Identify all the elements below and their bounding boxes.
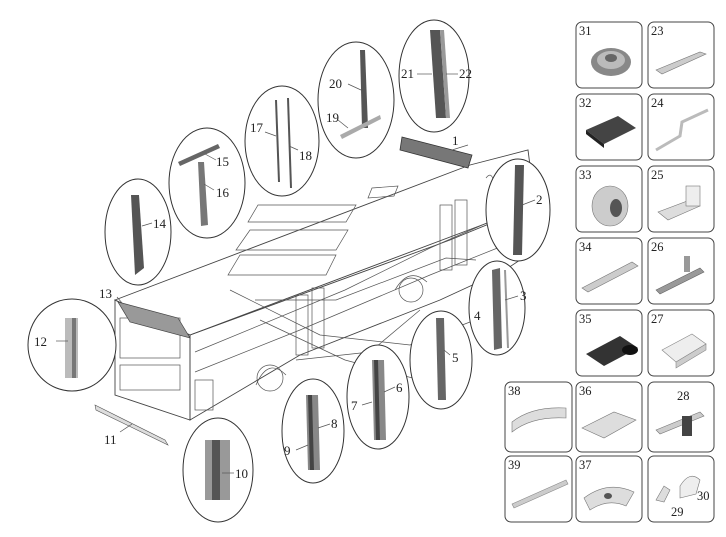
svg-text:36: 36 <box>579 384 592 398</box>
label-11: 11 <box>104 432 117 447</box>
tile-39: 39 <box>504 455 573 523</box>
callout-detail-5 <box>409 310 473 410</box>
callout-detail-14 <box>104 178 172 286</box>
callout-detail-6-7 <box>346 344 410 450</box>
label-6: 6 <box>396 380 403 395</box>
svg-text:30: 30 <box>697 489 710 503</box>
svg-text:38: 38 <box>508 384 521 398</box>
label-18: 18 <box>299 148 312 163</box>
label-5: 5 <box>452 350 459 365</box>
label-12: 12 <box>34 334 47 349</box>
svg-text:29: 29 <box>671 505 684 519</box>
tile-24: 24 <box>647 93 715 161</box>
label-10: 10 <box>235 466 248 481</box>
callout-labels: 1 2 3 4 5 6 7 8 9 10 11 12 13 14 15 16 1… <box>34 66 543 481</box>
tile-36: 36 <box>575 381 643 453</box>
label-1: 1 <box>452 133 459 148</box>
callout-detail-3 <box>468 260 526 356</box>
label-2: 2 <box>536 192 543 207</box>
callout-detail-21-22 <box>398 19 470 133</box>
svg-text:33: 33 <box>579 168 592 182</box>
label-17: 17 <box>250 120 264 135</box>
tile-33: 33 <box>575 165 643 233</box>
tile-38: 38 <box>504 381 573 453</box>
svg-text:23: 23 <box>651 24 664 38</box>
label-9: 9 <box>284 443 291 458</box>
callout-detail-19-20 <box>317 41 395 159</box>
label-16: 16 <box>216 185 230 200</box>
tile-31: 31 <box>575 21 643 89</box>
callout-detail-17-18 <box>244 85 320 197</box>
svg-text:24: 24 <box>651 96 664 110</box>
svg-text:31: 31 <box>579 24 592 38</box>
callout-detail-10 <box>182 417 254 523</box>
svg-text:32: 32 <box>579 96 592 110</box>
label-4: 4 <box>474 308 481 323</box>
label-15: 15 <box>216 154 229 169</box>
label-14: 14 <box>153 216 167 231</box>
svg-text:25: 25 <box>651 168 664 182</box>
svg-text:27: 27 <box>651 312 664 326</box>
tile-27: 27 <box>647 309 715 377</box>
callout-detail-2 <box>485 158 551 262</box>
tile-23: 23 <box>647 21 715 89</box>
callout-detail-15-16 <box>168 127 246 239</box>
label-3: 3 <box>520 288 527 303</box>
svg-text:26: 26 <box>651 240 664 254</box>
tile-29-30: 29 30 <box>647 455 715 523</box>
svg-text:28: 28 <box>677 389 690 403</box>
callout-detail-8-9 <box>281 378 345 484</box>
label-19: 19 <box>326 110 339 125</box>
tile-32: 32 <box>575 93 643 161</box>
tile-34: 34 <box>575 237 643 305</box>
tile-25: 25 <box>647 165 715 233</box>
label-22: 22 <box>459 66 472 81</box>
label-13: 13 <box>99 286 112 301</box>
tile-28: 28 <box>647 381 715 453</box>
label-20: 20 <box>329 76 342 91</box>
tile-35: 35 <box>575 309 643 377</box>
label-8: 8 <box>331 416 338 431</box>
label-21: 21 <box>401 66 414 81</box>
parts-grid: 31 23 32 24 33 <box>504 21 715 523</box>
svg-text:39: 39 <box>508 458 521 472</box>
tile-26: 26 <box>647 237 715 305</box>
svg-text:34: 34 <box>579 240 592 254</box>
tile-37: 37 <box>575 455 643 523</box>
svg-text:35: 35 <box>579 312 592 326</box>
svg-text:37: 37 <box>579 458 592 472</box>
label-7: 7 <box>351 398 358 413</box>
callout-detail-12 <box>27 298 117 392</box>
